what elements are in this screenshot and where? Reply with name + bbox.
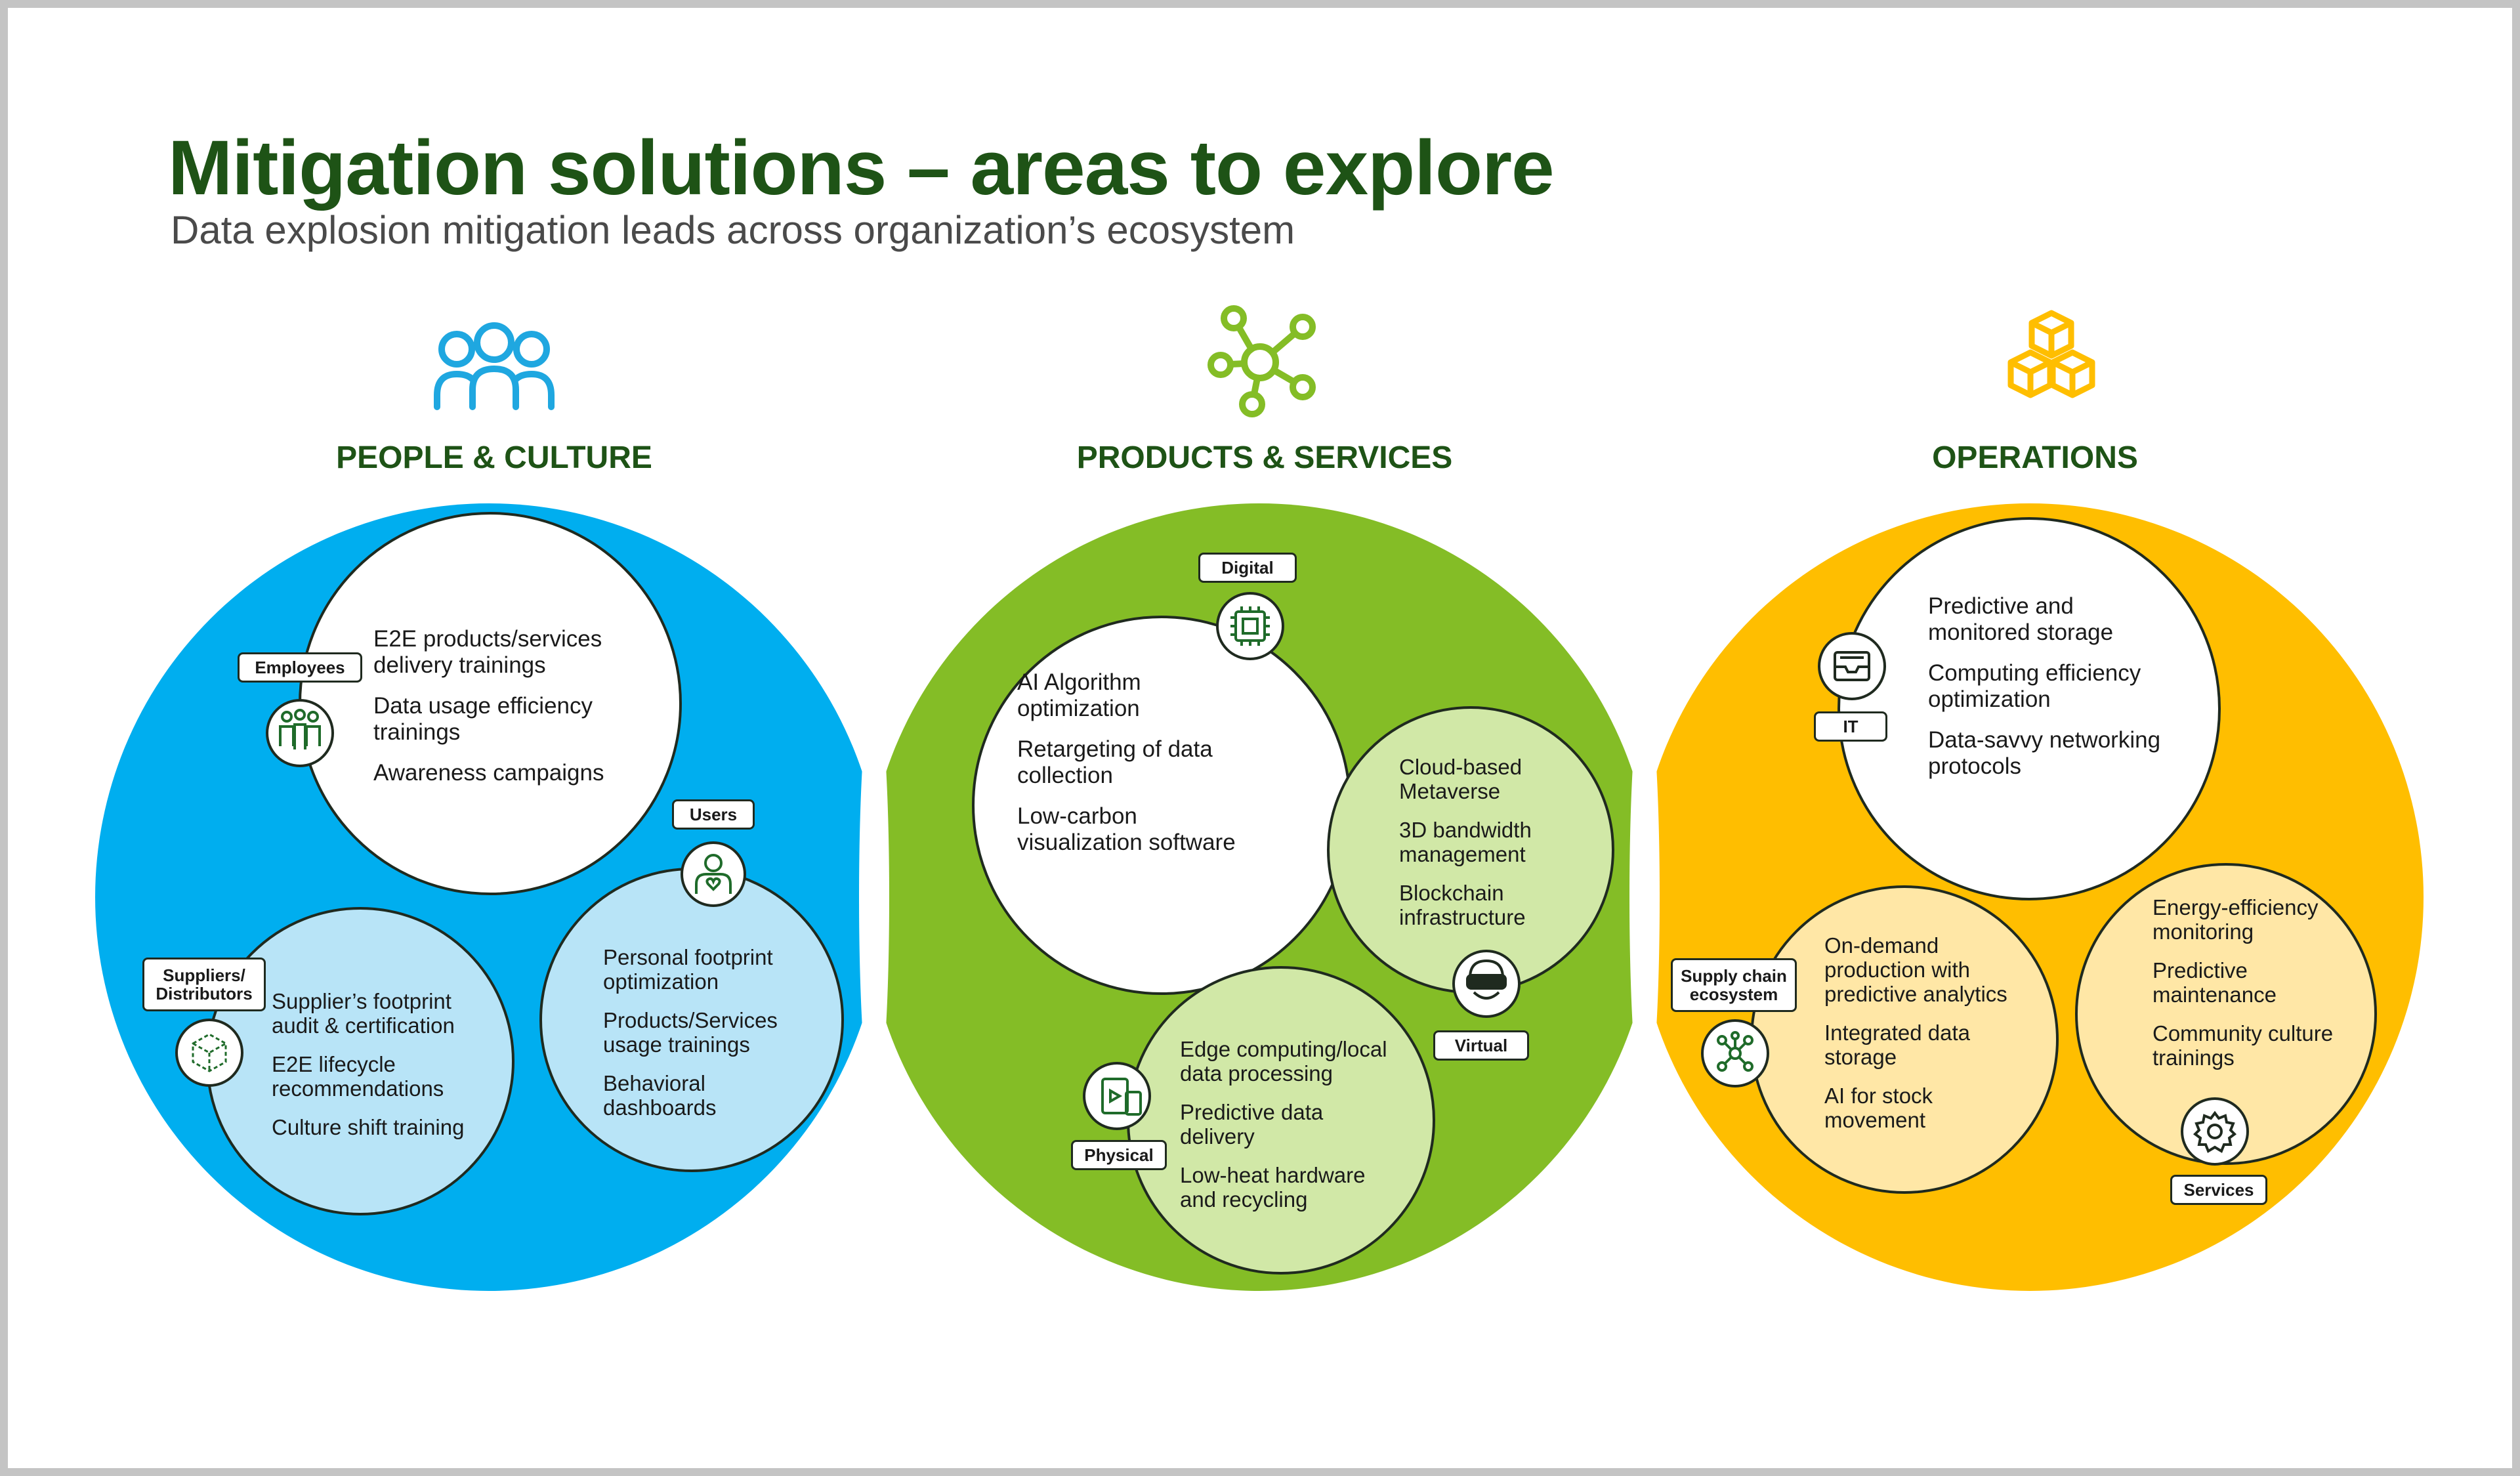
tag-physical: Physical [1071,1140,1167,1170]
tag-suppliers: Suppliers/ Distributors [142,958,266,1011]
list-item: Personal footprint optimization [603,945,773,994]
services-list: Energy-efficiency monitoring Predictive … [2152,895,2333,1070]
devices-icon [1083,1062,1151,1130]
list-item: 3D bandwidth management [1399,818,1532,866]
list-item: Integrated data storage [1824,1021,1971,1069]
users-list: Personal footprint optimization Products… [603,945,778,1120]
it-circle [1838,517,2221,900]
list-item: E2E lifecycle recommendations [272,1052,444,1101]
cube-icon [175,1019,243,1087]
category-label-products: PRODUCTS & SERVICES [1076,440,1453,475]
list-item: AI Algorithm optimization [1017,669,1141,721]
digital-list: AI Algorithm optimization Retargeting of… [1017,669,1236,856]
list-item: Predictive and monitored storage [1928,593,2114,645]
tag-it: IT [1814,711,1887,742]
network-hub-icon [1208,305,1316,417]
list-item: Computing efficiency optimization [1928,660,2141,712]
list-item: Data usage efficiency trainings [373,693,593,745]
list-item: Cloud-based Metaverse [1399,755,1522,803]
list-item: Retargeting of data collection [1017,736,1213,788]
list-item: Edge computing/local data processing [1180,1037,1387,1086]
tag-digital: Digital [1198,553,1297,583]
slide: Mitigation solutions – areas to explore … [8,8,2512,1468]
gap-left [859,687,889,1107]
it-list: Predictive and monitored storage Computi… [1928,593,2160,780]
list-item: Data-savvy networking protocols [1928,727,2161,779]
list-item: E2E products/services delivery trainings [373,626,602,678]
list-item: Products/Services usage trainings [603,1008,778,1057]
suppliers-list: Supplier’s footprint audit & certificati… [272,989,464,1139]
tag-users: Users [672,799,755,830]
vr-headset-icon [1452,950,1521,1018]
gap-right [1629,687,1660,1107]
list-item: Community culture trainings [2152,1021,2334,1070]
list-item: Culture shift training [272,1115,465,1139]
category-label-people: PEOPLE & CULTURE [336,440,652,475]
page-title: Mitigation solutions – areas to explore [168,125,1555,211]
list-item: Blockchain infrastructure [1399,881,1526,929]
stacked-cubes-icon [2007,310,2095,398]
list-item: Energy-efficiency monitoring [2152,895,2319,944]
people-group-icon [434,322,555,410]
list-item: On-demand production with predictive ana… [1824,933,2007,1006]
tag-virtual: Virtual [1433,1030,1529,1061]
tag-supply-chain: Supply chain ecosystem [1671,958,1797,1012]
list-item: Supplier’s footprint audit & certificati… [272,989,455,1038]
supply-chain-list: On-demand production with predictive ana… [1824,933,2007,1132]
tag-services: Services [2170,1175,2267,1205]
user-heart-icon [681,841,746,907]
list-item: Low-carbon visualization software [1017,803,1236,855]
page-subtitle: Data explosion mitigation leads across o… [171,208,1295,252]
virtual-list: Cloud-based Metaverse 3D bandwidth manag… [1399,755,1532,929]
list-item: Awareness campaigns [373,760,604,786]
chip-icon [1216,592,1284,660]
list-item: Predictive data delivery [1180,1100,1324,1149]
list-item: Behavioral dashboards [603,1071,717,1120]
gear-icon [2181,1097,2249,1166]
category-label-operations: OPERATIONS [1932,440,2138,475]
diagram-canvas [95,305,2424,1291]
physical-list: Edge computing/local data processing Pre… [1180,1037,1387,1212]
network-nodes-icon [1701,1019,1769,1087]
list-item: AI for stock movement [1824,1084,1933,1132]
employees-list: E2E products/services delivery trainings… [373,626,604,786]
storage-tray-icon [1818,632,1886,700]
tag-employees: Employees [238,652,362,683]
list-item: Low-heat hardware and recycling [1180,1163,1366,1212]
employees-icon [266,699,334,767]
list-item: Predictive maintenance [2152,958,2277,1007]
